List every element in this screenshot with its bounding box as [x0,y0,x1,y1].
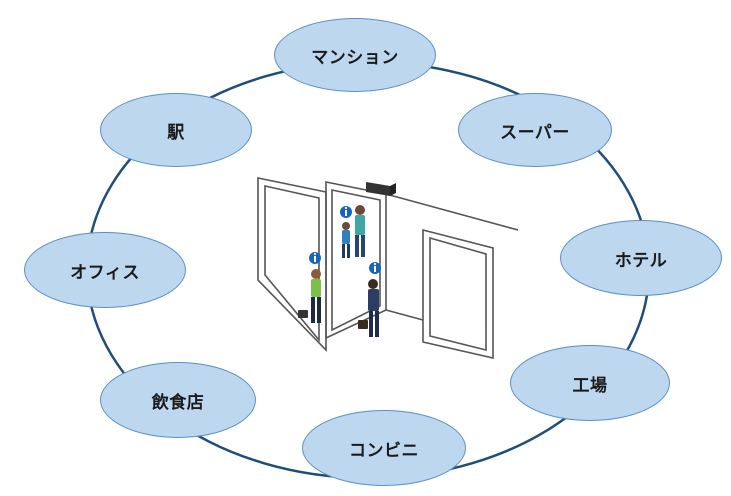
node-label: マンション [311,47,399,68]
node-restaurant: 飲食店 [100,362,256,438]
node-hotel: ホテル [560,220,722,296]
node-supermarket: スーパー [458,93,612,167]
automatic-door-icon [257,177,518,360]
node-label: スーパー [500,122,570,143]
door-sensor-icon [366,182,396,196]
node-label: 工場 [572,375,608,396]
automatic-door-illustration [257,177,518,360]
node-station: 駅 [100,93,252,167]
node-convenience-store: コンビニ [302,410,466,486]
node-label: 駅 [167,122,185,143]
node-label: コンビニ [349,440,419,461]
node-mansion: マンション [274,18,436,92]
node-label: ホテル [614,250,668,271]
person-icon [298,205,379,337]
node-label: 飲食店 [151,392,205,413]
info-icon [309,206,381,274]
node-office: オフィス [24,232,186,308]
node-label: オフィス [70,262,140,283]
node-factory: 工場 [510,345,670,421]
